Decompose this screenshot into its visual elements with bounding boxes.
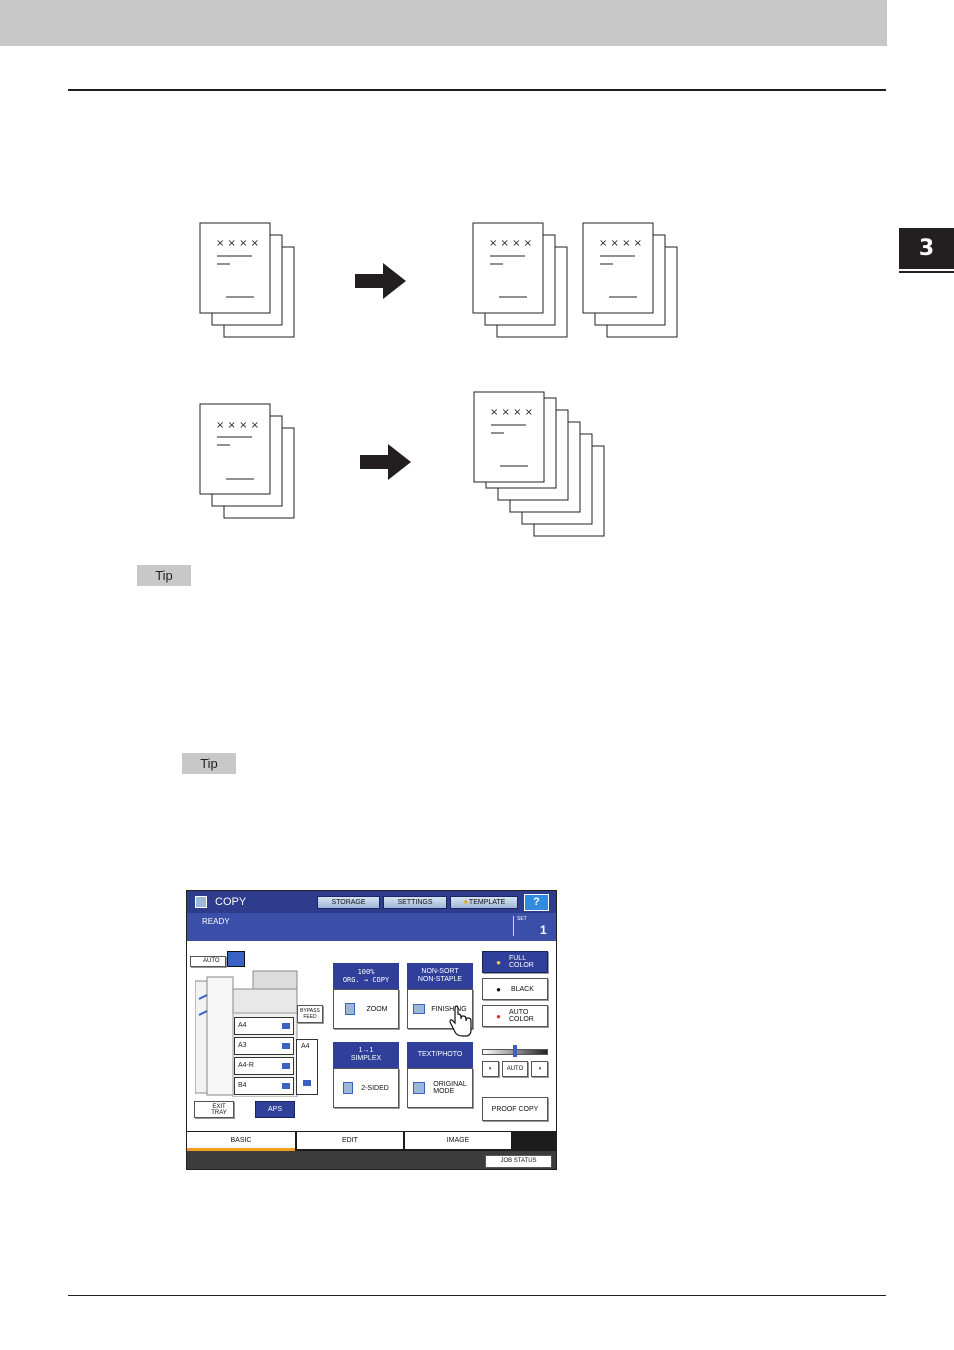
original-stack-group: × × × × — [199, 403, 295, 519]
color-dots-icon: ● — [496, 957, 501, 967]
chapter-tab: 3 — [899, 228, 954, 269]
tray-3[interactable]: A4-R — [234, 1057, 294, 1075]
storage-button[interactable]: STORAGE — [317, 896, 380, 909]
page-marks: × × × × — [216, 420, 259, 431]
density-marker — [513, 1045, 517, 1057]
chapter-tab-rule — [899, 271, 954, 273]
header-rule — [68, 89, 886, 91]
copy-control-panel: COPY STORAGE SETTINGS ★TEMPLATE ? READY … — [186, 890, 557, 1170]
status-text: READY — [202, 917, 230, 926]
arrow-right-icon — [355, 263, 406, 299]
zoom-status: 100% ORG. → COPY — [333, 963, 399, 989]
original-mode-status: TEXT/PHOTO — [407, 1042, 473, 1068]
job-status-button[interactable]: JOB STATUS — [485, 1155, 552, 1168]
original-stack-sort: × × × × — [199, 222, 295, 338]
sorted-set-2: × × × × — [582, 222, 678, 338]
footer-bar — [187, 1151, 556, 1169]
auto-paper-button[interactable]: AUTO — [190, 956, 226, 967]
page-marks: × × × × — [599, 238, 642, 249]
zoom-button[interactable]: ZOOM — [333, 989, 399, 1029]
page-marks: × × × × — [489, 238, 532, 249]
auto-color-dots-icon: ● — [496, 1011, 501, 1021]
aps-button[interactable]: APS — [255, 1101, 295, 1118]
hand-pointer-icon — [449, 1005, 472, 1037]
tray-icon — [282, 1063, 290, 1069]
tray-2[interactable]: A3 — [234, 1037, 294, 1055]
display-icon — [227, 951, 245, 967]
settings-button[interactable]: SETTINGS — [383, 896, 447, 909]
set-count: 1 — [540, 923, 547, 937]
set-divider — [513, 916, 514, 936]
black-button[interactable]: ●BLACK — [482, 978, 548, 1000]
page-marks: × × × × — [490, 407, 533, 418]
tray-icon — [282, 1023, 290, 1029]
status-bar — [187, 913, 556, 941]
finishing-button[interactable]: FINISHING — [407, 989, 473, 1029]
tray-icon — [282, 1043, 290, 1049]
tray-icon — [282, 1083, 290, 1089]
two-sided-status: 1→1 SIMPLEX — [333, 1042, 399, 1068]
black-dots-icon: ● — [496, 984, 501, 994]
grouped-stack: × × × × — [473, 391, 605, 537]
sorted-set-1: × × × × — [472, 222, 568, 338]
two-sided-icon — [343, 1082, 354, 1094]
tab-edit[interactable]: EDIT — [297, 1132, 403, 1149]
set-label: SET — [517, 916, 527, 922]
arrow-right-icon — [360, 444, 411, 480]
copy-icon — [195, 896, 207, 908]
original-mode-icon — [413, 1082, 426, 1094]
tab-image[interactable]: IMAGE — [405, 1132, 511, 1149]
panel-title: COPY — [215, 896, 247, 908]
density-lighter-button[interactable]: ◐ — [482, 1061, 499, 1077]
help-button[interactable]: ? — [524, 894, 549, 911]
proof-copy-button[interactable]: PROOF COPY — [482, 1097, 548, 1121]
tray-1[interactable]: A4 — [234, 1017, 294, 1035]
page-marks: × × × × — [216, 238, 259, 249]
footer-rule — [68, 1295, 886, 1296]
tray-4[interactable]: B4 — [234, 1077, 294, 1095]
zoom-icon — [344, 1003, 355, 1015]
star-icon: ★ — [462, 899, 469, 906]
header-band — [0, 0, 887, 46]
tip-badge: Tip — [182, 753, 236, 774]
template-button[interactable]: ★TEMPLATE — [450, 896, 518, 909]
two-sided-button[interactable]: 2-SIDED — [333, 1068, 399, 1108]
bypass-tray[interactable]: A4 — [296, 1039, 318, 1095]
finishing-status: NON-SORT NON-STAPLE — [407, 963, 473, 989]
exit-tray-button[interactable]: EXIT TRAY — [194, 1101, 234, 1118]
template-label: TEMPLATE — [468, 899, 506, 906]
density-darker-button[interactable]: ◑ — [531, 1061, 548, 1077]
copy-output-diagram: × × × × × × × × × × × × × × × × — [199, 222, 678, 537]
bypass-feed-button[interactable]: BYPASS FEED — [297, 1005, 323, 1023]
tray-icon — [303, 1080, 311, 1086]
tip-badge: Tip — [137, 565, 191, 586]
tab-basic[interactable]: BASIC — [187, 1132, 295, 1151]
finishing-icon — [413, 1004, 426, 1014]
density-auto-button[interactable]: AUTO — [502, 1061, 528, 1077]
